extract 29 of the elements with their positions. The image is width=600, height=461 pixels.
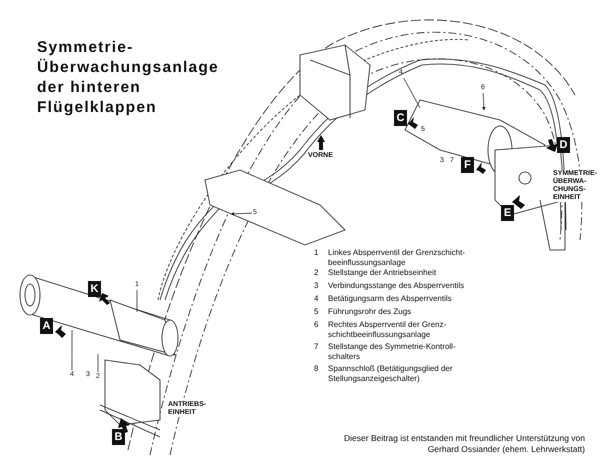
credit-note: Dieser Beitrag ist entstanden mit freundlicher Unterstützung von Gerhard Ossiander (ehem. Lehrwerkstatt) [343, 433, 585, 455]
legend-text: Rechtes Absperrventil der Grenz- schichtbeeinflussungsanlage [328, 320, 448, 340]
legend-text: Verbindungsstange des Absperrventils [328, 281, 466, 291]
view-letter-label: K [88, 281, 101, 297]
legend-text: Spannschloß (Betätigungsglied der Stellungsanzeigeschalter) [328, 364, 454, 384]
view-letter-label: C [394, 110, 407, 126]
legend-text: Führungsrohr des Zugs [328, 307, 412, 317]
legend-number: 8 [314, 364, 318, 374]
leader-line [482, 92, 486, 110]
legend-number: 1 [314, 248, 318, 258]
leader-line [230, 212, 252, 216]
legend-number: 2 [314, 268, 318, 278]
legend-text: Stellstange der Antriebseinheit [328, 268, 438, 278]
legend-number: 4 [314, 294, 318, 304]
legend-number: 7 [314, 342, 318, 352]
view-letter-label: A [40, 318, 53, 334]
view-letter-label: E [501, 205, 514, 221]
legend-text: Linkes Absperrventil der Grenzschicht- beeinflussungsanlage [328, 248, 466, 268]
leader-line [403, 78, 420, 108]
legend-number: 3 [314, 281, 318, 291]
legend-number: 5 [314, 307, 318, 317]
legend-text: Betätigungsarm des Absperrventils [328, 294, 453, 304]
leader-line [136, 290, 138, 312]
view-letter-label: F [461, 157, 474, 173]
view-letter-label: B [112, 429, 125, 445]
legend-number: 6 [314, 320, 318, 330]
view-letter-label: D [557, 137, 570, 153]
legend-text: Stellstange des Symmetrie-Kontroll- schalters [328, 342, 457, 362]
diagram-title: Symmetrie- Überwachungsanlage der hinteren Flügelklappen [37, 38, 220, 118]
